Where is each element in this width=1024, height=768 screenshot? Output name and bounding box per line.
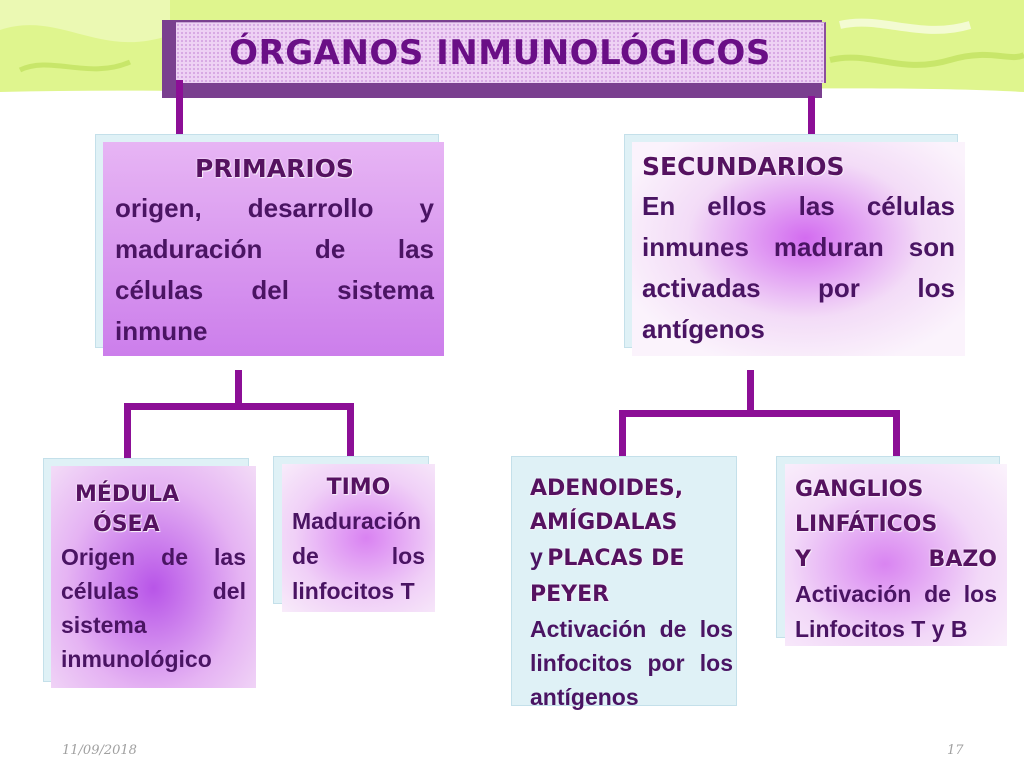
- ganglios-heading-line-1: GANGLIOS: [795, 477, 924, 502]
- adenoides-heading-placas: PLACAS DE: [547, 546, 685, 571]
- ganglios-line-2: Linfocitos T y B: [795, 616, 968, 642]
- footer-date: 11/09/2018: [62, 743, 137, 758]
- connector-timo-drop: [347, 403, 354, 461]
- ganglios-heading-y: Y: [795, 547, 811, 572]
- ganglios-heading-line-2: LINFÁTICOS: [795, 512, 938, 537]
- connector-title-primarios: [176, 80, 183, 148]
- secundarios-line-2: inmunes maduran son: [642, 232, 955, 262]
- medula-heading-line-2: ÓSEA: [93, 512, 160, 537]
- primarios-line-3: células del sistema: [115, 275, 434, 305]
- adenoides-heading-line-1: ADENOIDES,: [530, 476, 684, 501]
- medula-line-3: sistema: [61, 612, 147, 638]
- primarios-line-4: inmune: [115, 316, 208, 346]
- connector-ganglios-drop: [893, 410, 900, 462]
- primarios-heading: PRIMARIOS: [195, 154, 354, 183]
- secundarios-line-1: En ellos las células: [642, 191, 955, 221]
- timo-line-3: linfocitos T: [292, 578, 415, 604]
- connector-primarios-stem: [235, 370, 242, 408]
- ganglios-heading-line-3: Y BAZO: [795, 542, 997, 577]
- secundarios-line-3: activadas por los: [642, 273, 955, 303]
- adenoides-heading-line-4: PEYER: [530, 582, 610, 607]
- secundarios-line-4: antígenos: [642, 314, 765, 344]
- ganglios-box: GANGLIOS LINFÁTICOS Y BAZO Activación de…: [785, 464, 1007, 646]
- connector-adenoides-drop: [619, 410, 626, 462]
- connector-secundarios-bar: [619, 410, 900, 417]
- timo-heading: TIMO: [326, 475, 391, 500]
- medula-line-2: células del: [61, 578, 246, 604]
- adenoides-line-1: Activación de los: [530, 616, 733, 642]
- primarios-box: PRIMARIOS origen, desarrollo y maduració…: [103, 142, 444, 356]
- medula-line-1: Origen de las: [61, 544, 246, 570]
- title-box: ÓRGANOS INMUNOLÓGICOS: [176, 22, 826, 83]
- adenoides-heading-line-2: AMÍGDALAS: [530, 510, 678, 535]
- adenoides-box-shadow: [511, 456, 737, 706]
- adenoides-heading-line-3: y PLACAS DE: [530, 540, 733, 578]
- connector-primarios-bar: [124, 403, 354, 410]
- primarios-line-1: origen, desarrollo y: [115, 193, 434, 223]
- timo-line-1: Maduración: [292, 508, 422, 534]
- ganglios-line-1: Activación de los: [795, 581, 997, 607]
- timo-box: TIMO Maduración de los linfocitos T: [282, 464, 435, 612]
- primarios-line-2: maduración de las: [115, 234, 434, 264]
- adenoides-line-3: antígenos: [530, 684, 639, 710]
- timo-line-2: de los: [292, 543, 425, 569]
- page-title: ÓRGANOS INMUNOLÓGICOS: [229, 33, 771, 73]
- adenoides-box: ADENOIDES, AMÍGDALAS y PLACAS DE PEYER A…: [520, 464, 743, 713]
- footer-page-number: 17: [947, 743, 964, 758]
- connector-title-secundarios: [808, 96, 815, 138]
- adenoides-heading-conjunction: y: [530, 544, 543, 570]
- secundarios-box: SECUNDARIOS En ellos las células inmunes…: [632, 142, 965, 356]
- connector-secundarios-stem: [747, 370, 754, 415]
- ganglios-heading-bazo: BAZO: [928, 547, 997, 572]
- medula-heading-line-1: MÉDULA: [75, 482, 180, 507]
- connector-medula-drop: [124, 403, 131, 465]
- medula-box: MÉDULA ÓSEA Origen de las células del si…: [51, 466, 256, 688]
- secundarios-heading: SECUNDARIOS: [642, 152, 845, 181]
- medula-line-4: inmunológico: [61, 646, 212, 672]
- adenoides-line-2: linfocitos por los: [530, 650, 733, 676]
